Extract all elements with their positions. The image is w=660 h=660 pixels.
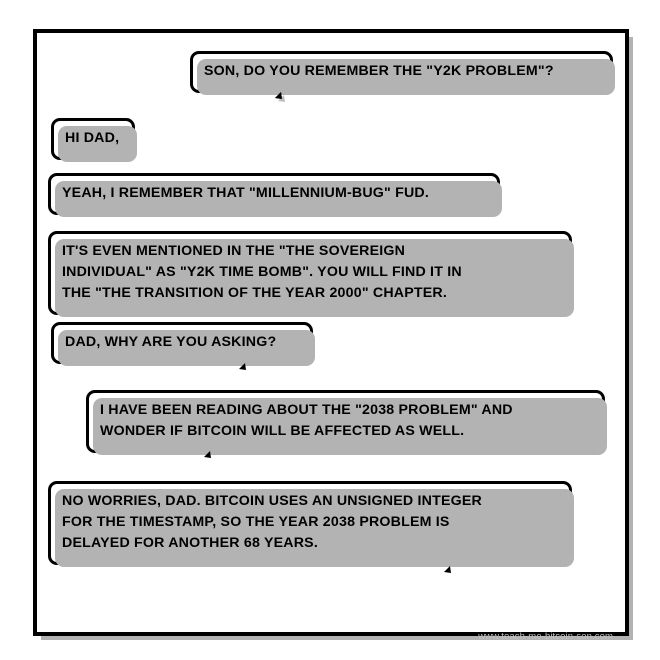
speech-bubble-tail-1 [268,84,294,106]
speech-bubble-tail-7 [437,558,463,580]
speech-bubble-tail-5 [232,355,258,377]
speech-bubble-4[interactable]: IT'S EVEN MENTIONED IN THE "THE SOVEREIG… [48,231,574,317]
speech-bubble-7[interactable]: NO WORRIES, DAD. BITCOIN USES AN UNSIGNE… [48,481,574,567]
speech-bubble-1[interactable]: SON, DO YOU REMEMBER THE "Y2K PROBLEM"? [190,51,615,95]
speech-bubble-5[interactable]: DAD, WHY ARE YOU ASKING? [51,322,315,366]
speech-bubble-6[interactable]: I HAVE BEEN READING ABOUT THE "2038 PROB… [86,390,607,455]
speech-bubble-3[interactable]: YEAH, I REMEMBER THAT "MILLENNIUM-BUG" F… [48,173,502,217]
speech-bubble-tail-6 [197,443,223,465]
watermark-url: www.teach-me-bitcoin-son.com [478,631,613,642]
speech-bubble-2[interactable]: HI DAD, [51,118,137,162]
